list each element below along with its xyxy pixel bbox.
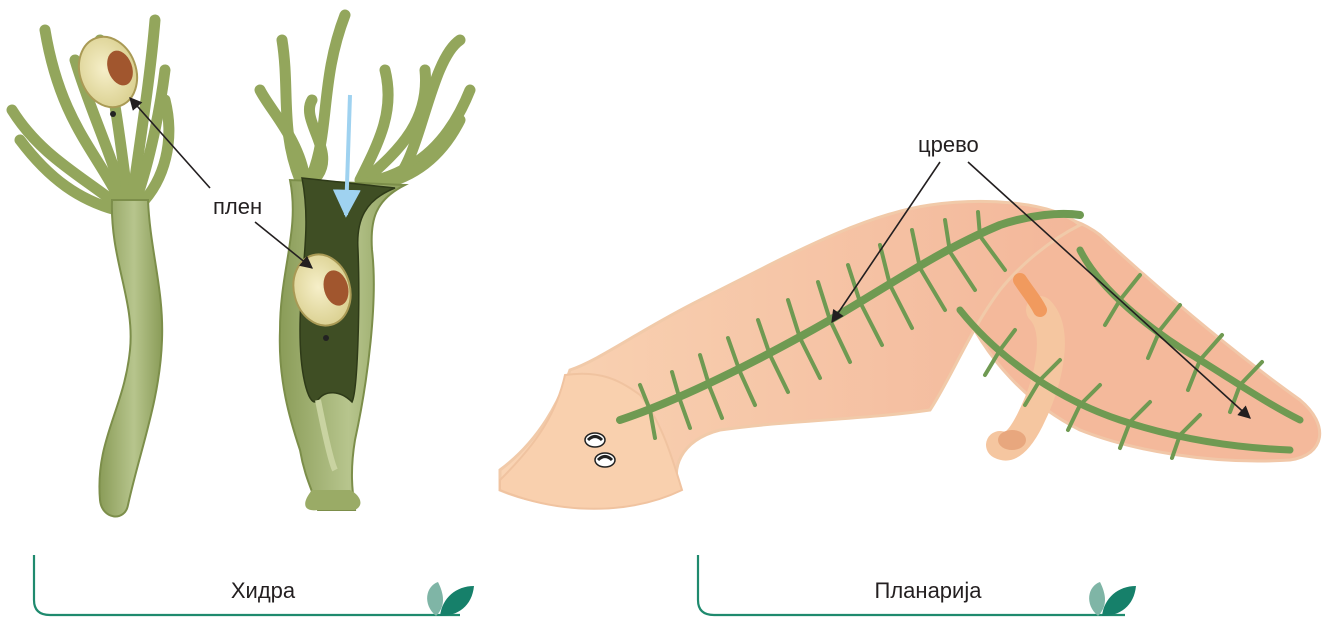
caption-planaria-text: Планарија bbox=[875, 578, 983, 603]
gut-label: црево bbox=[918, 132, 979, 157]
caption-hydra: Хидра bbox=[34, 555, 474, 616]
hydra-section-tentacles bbox=[260, 15, 470, 186]
leaf-icon bbox=[1089, 582, 1136, 616]
leaf-icon bbox=[427, 582, 474, 616]
caption-planaria: Планарија bbox=[698, 555, 1136, 616]
planaria bbox=[500, 202, 1320, 509]
hydra-whole bbox=[12, 20, 169, 516]
hydra-body bbox=[99, 200, 162, 516]
hydra-section bbox=[260, 15, 470, 510]
prey-label: плен bbox=[213, 194, 262, 219]
caption-hydra-text: Хидра bbox=[231, 578, 296, 603]
